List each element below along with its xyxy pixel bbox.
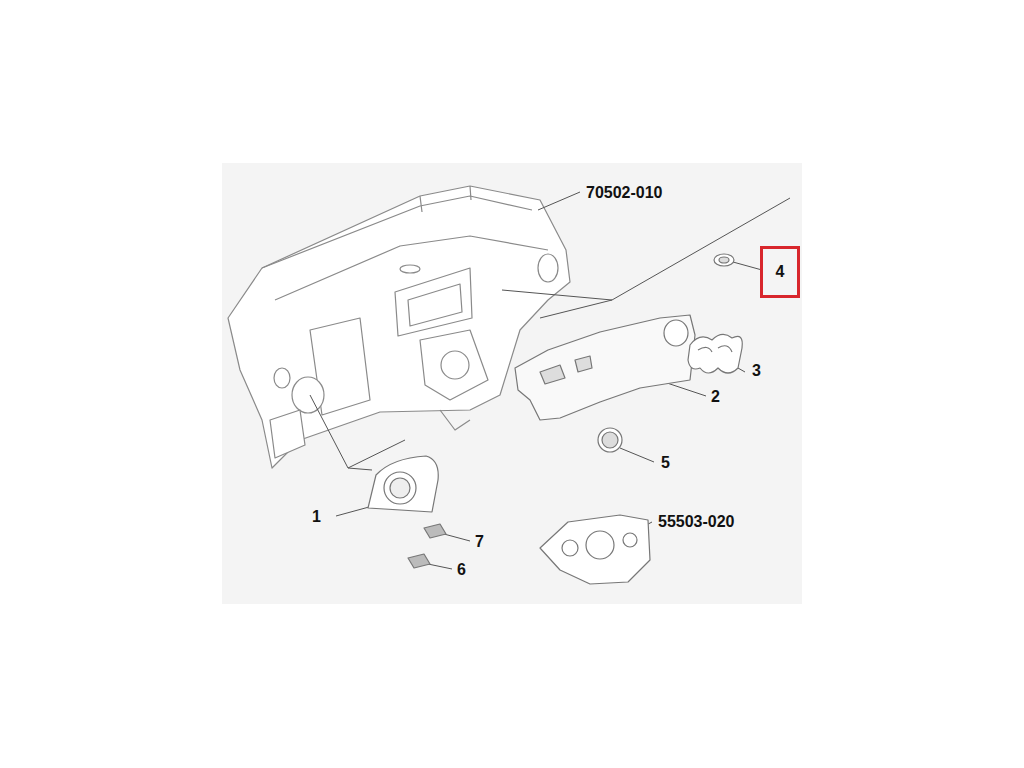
callout-number: 2 (711, 389, 720, 405)
highlight-box: 4 (760, 246, 800, 298)
callout-number: 6 (457, 562, 466, 578)
part-number: 70502-010 (586, 185, 663, 201)
callout-number: 7 (475, 534, 484, 550)
dashboard-drawing (228, 186, 570, 468)
drawing-ground (222, 163, 802, 604)
callout-number: 5 (661, 455, 670, 471)
leader-lines (310, 192, 790, 569)
part-drawings (368, 254, 742, 584)
part-number: 55503-020 (658, 514, 735, 530)
callout-number: 4 (776, 264, 785, 280)
callout-number: 1 (312, 509, 321, 525)
callout-number: 3 (752, 363, 761, 379)
